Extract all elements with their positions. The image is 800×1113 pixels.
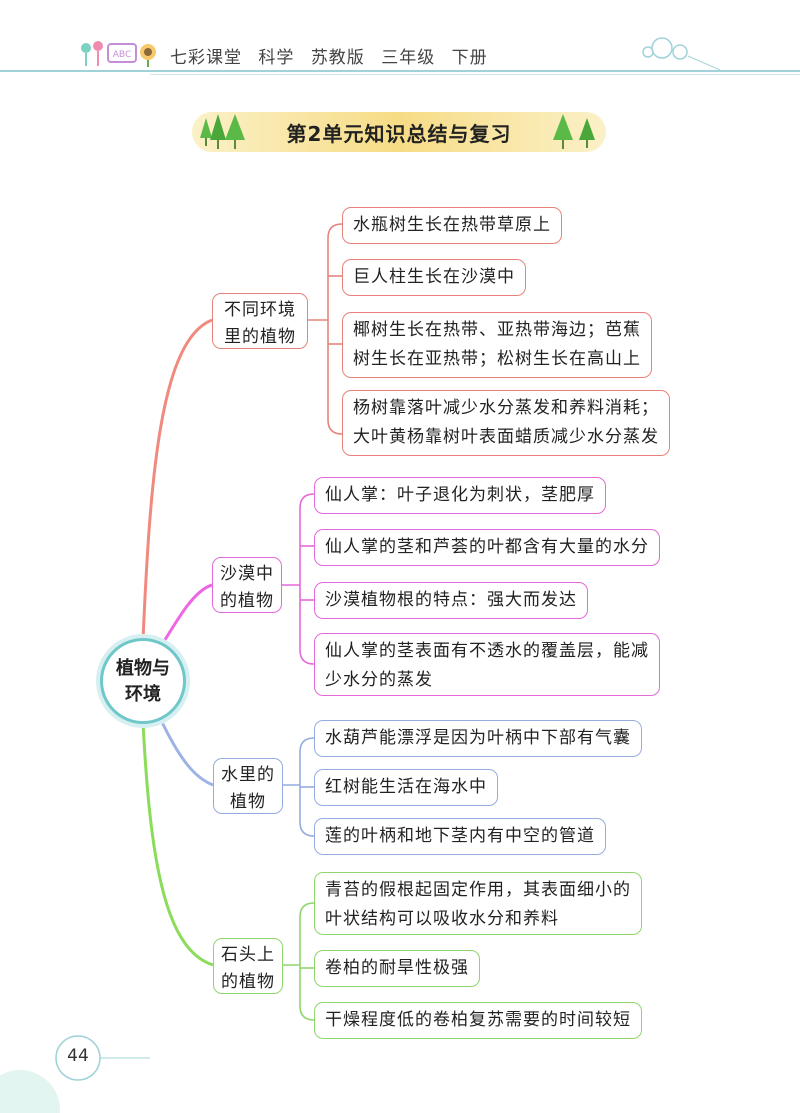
fact-box: 干燥程度低的卷柏复苏需要的时间较短	[314, 1002, 642, 1039]
fact-box: 沙漠植物根的特点：强大而发达	[314, 582, 588, 619]
fact-box: 仙人掌的茎和芦荟的叶都含有大量的水分	[314, 529, 660, 566]
decorative-circles	[642, 37, 720, 70]
category-rock-plants: 石头上的植物	[213, 938, 283, 994]
header-grade: 三年级	[381, 48, 436, 68]
series-logo: ABC	[81, 41, 156, 67]
root-label: 植物与环境	[116, 658, 170, 705]
page-title: 第2单元知识总结与复习	[286, 122, 512, 146]
fact-text: 杨树靠落叶减少水分蒸发和养料消耗；大叶黄杨靠树叶表面蜡质减少水分蒸发	[353, 398, 659, 447]
category-different-environments: 不同环境里的植物	[212, 293, 308, 349]
fact-box: 红树能生活在海水中	[314, 769, 498, 806]
header-series: 七彩课堂	[170, 48, 242, 68]
header-volume: 下册	[451, 48, 488, 68]
fact-box: 水瓶树生长在热带草原上	[342, 207, 562, 244]
fact-box: 椰树生长在热带、亚热带海边；芭蕉树生长在亚热带；松树生长在高山上	[342, 312, 652, 378]
category-label: 不同环境里的植物	[224, 300, 296, 347]
tree-icon	[553, 114, 573, 149]
category-label: 沙漠中的植物	[220, 564, 274, 611]
header-rule	[0, 70, 800, 72]
svg-text:ABC: ABC	[113, 50, 131, 60]
fact-box: 莲的叶柄和地下茎内有中空的管道	[314, 818, 606, 855]
fact-box: 卷柏的耐旱性极强	[314, 950, 480, 987]
fact-text: 仙人掌的茎表面有不透水的覆盖层，能减少水分的蒸发	[325, 641, 649, 690]
header-subject: 科学	[258, 48, 295, 68]
title-banner	[192, 112, 606, 152]
header-publisher: 苏教版	[310, 48, 365, 68]
tree-icon	[200, 114, 226, 149]
category-desert-plants: 沙漠中的植物	[212, 557, 282, 613]
tree-icon	[579, 118, 595, 148]
fact-box: 水葫芦能漂浮是因为叶柄中下部有气囊	[314, 720, 642, 757]
fact-box: 仙人掌：叶子退化为刺状，茎肥厚	[314, 477, 606, 514]
page-corner-decoration	[0, 1035, 150, 1113]
fact-box: 杨树靠落叶减少水分蒸发和养料消耗；大叶黄杨靠树叶表面蜡质减少水分蒸发	[342, 390, 670, 456]
fact-text: 椰树生长在热带、亚热带海边；芭蕉树生长在亚热带；松树生长在高山上	[353, 320, 641, 369]
fact-text: 青苔的假根起固定作用，其表面细小的叶状结构可以吸收水分和养料	[325, 880, 631, 929]
fact-box: 仙人掌的茎表面有不透水的覆盖层，能减少水分的蒸发	[314, 633, 660, 696]
header-rule-thin	[150, 74, 800, 75]
page-number: 44	[67, 1046, 89, 1066]
fact-box: 巨人柱生长在沙漠中	[342, 259, 526, 296]
root-node: 植物与环境	[100, 638, 186, 724]
header-text: 七彩课堂 科学 苏教版 三年级 下册	[170, 43, 488, 68]
category-label: 石头上的植物	[221, 945, 275, 992]
category-water-plants: 水里的植物	[213, 758, 283, 814]
fact-box: 青苔的假根起固定作用，其表面细小的叶状结构可以吸收水分和养料	[314, 872, 642, 935]
category-label: 水里的植物	[221, 765, 275, 812]
tree-icon	[225, 114, 245, 149]
